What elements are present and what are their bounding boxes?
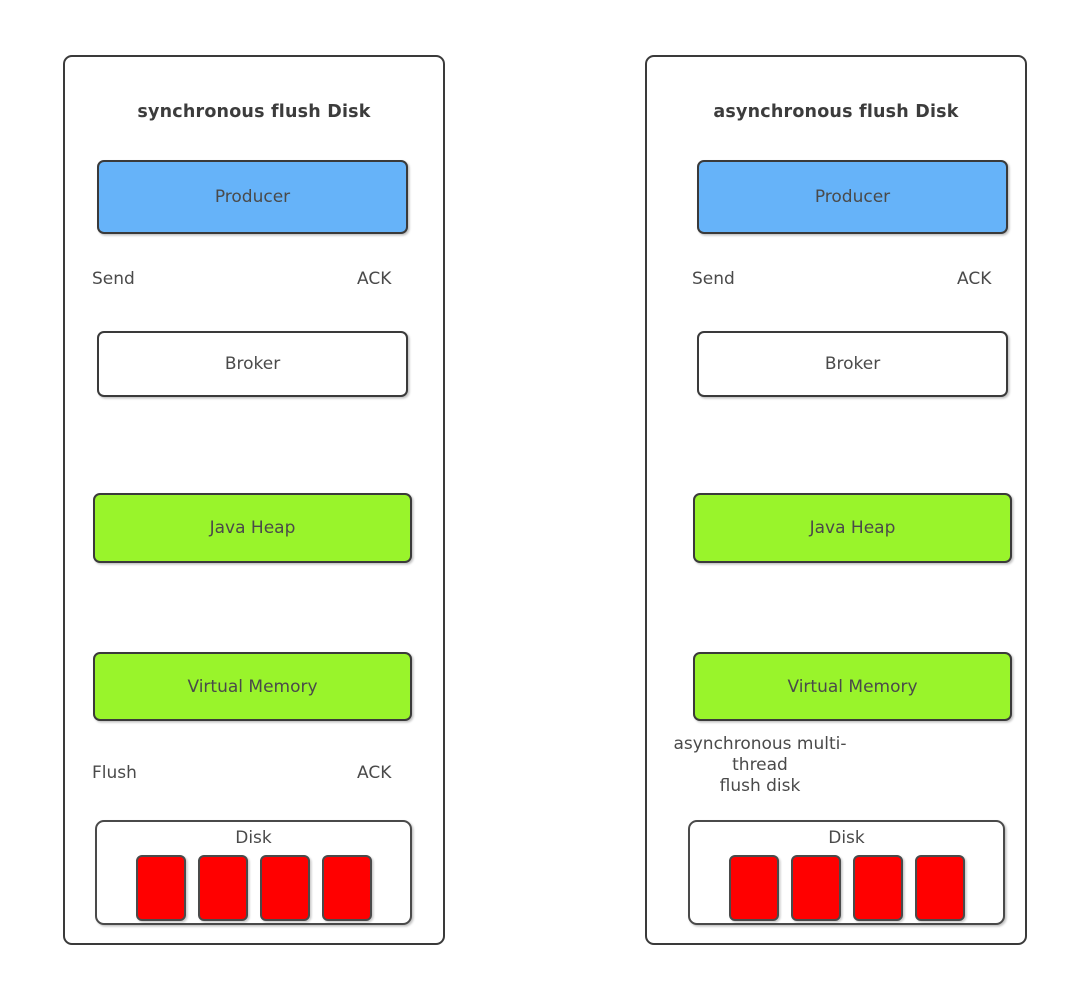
disk-block: [259, 855, 310, 921]
node-label: Producer: [814, 187, 891, 207]
panel-title-synchronous: synchronous flush Disk: [137, 102, 371, 122]
disk-blocks-asynchronous: [690, 855, 1003, 921]
edge-label-ack-upper-asynchronous: ACK: [957, 269, 992, 289]
edge-label-ack-upper-synchronous: ACK: [357, 269, 392, 289]
disk-block: [790, 855, 841, 921]
disk-blocks-synchronous: [97, 855, 410, 921]
node-java-heap-asynchronous[interactable]: Java Heap: [693, 493, 1012, 563]
node-virtual-memory-synchronous[interactable]: Virtual Memory: [93, 652, 412, 721]
disk-block: [914, 855, 965, 921]
node-disk-synchronous[interactable]: Disk: [95, 820, 412, 925]
node-disk-asynchronous[interactable]: Disk: [688, 820, 1005, 925]
node-label: Producer: [214, 187, 291, 207]
note-line-2: thread: [732, 755, 788, 776]
node-label: Java Heap: [809, 518, 896, 538]
node-label: Broker: [824, 354, 881, 374]
node-label: Virtual Memory: [787, 676, 918, 697]
node-producer-asynchronous[interactable]: Producer: [697, 160, 1008, 234]
edge-label-send-synchronous: Send: [92, 269, 135, 289]
disk-block: [728, 855, 779, 921]
disk-block: [197, 855, 248, 921]
panel-title-asynchronous: asynchronous flush Disk: [713, 102, 959, 122]
disk-label: Disk: [828, 828, 865, 848]
node-label: Virtual Memory: [187, 676, 318, 697]
edge-label-ack-lower-synchronous: ACK: [357, 763, 392, 783]
disk-block: [321, 855, 372, 921]
node-label: Java Heap: [209, 518, 296, 538]
disk-block: [852, 855, 903, 921]
node-virtual-memory-asynchronous[interactable]: Virtual Memory: [693, 652, 1012, 721]
note-line-3: flush disk: [719, 776, 801, 797]
node-java-heap-synchronous[interactable]: Java Heap: [93, 493, 412, 563]
node-broker-asynchronous[interactable]: Broker: [697, 331, 1008, 397]
edge-label-send-asynchronous: Send: [692, 269, 735, 289]
node-producer-synchronous[interactable]: Producer: [97, 160, 408, 234]
disk-label: Disk: [235, 828, 272, 848]
note-line-1: asynchronous multi-: [673, 734, 847, 754]
edge-label-flush-synchronous: Flush: [92, 763, 137, 783]
node-broker-synchronous[interactable]: Broker: [97, 331, 408, 397]
disk-block: [135, 855, 186, 921]
node-label: Broker: [224, 354, 281, 374]
note-async-flush-disk: asynchronous multi- thread flush disk: [660, 734, 860, 797]
